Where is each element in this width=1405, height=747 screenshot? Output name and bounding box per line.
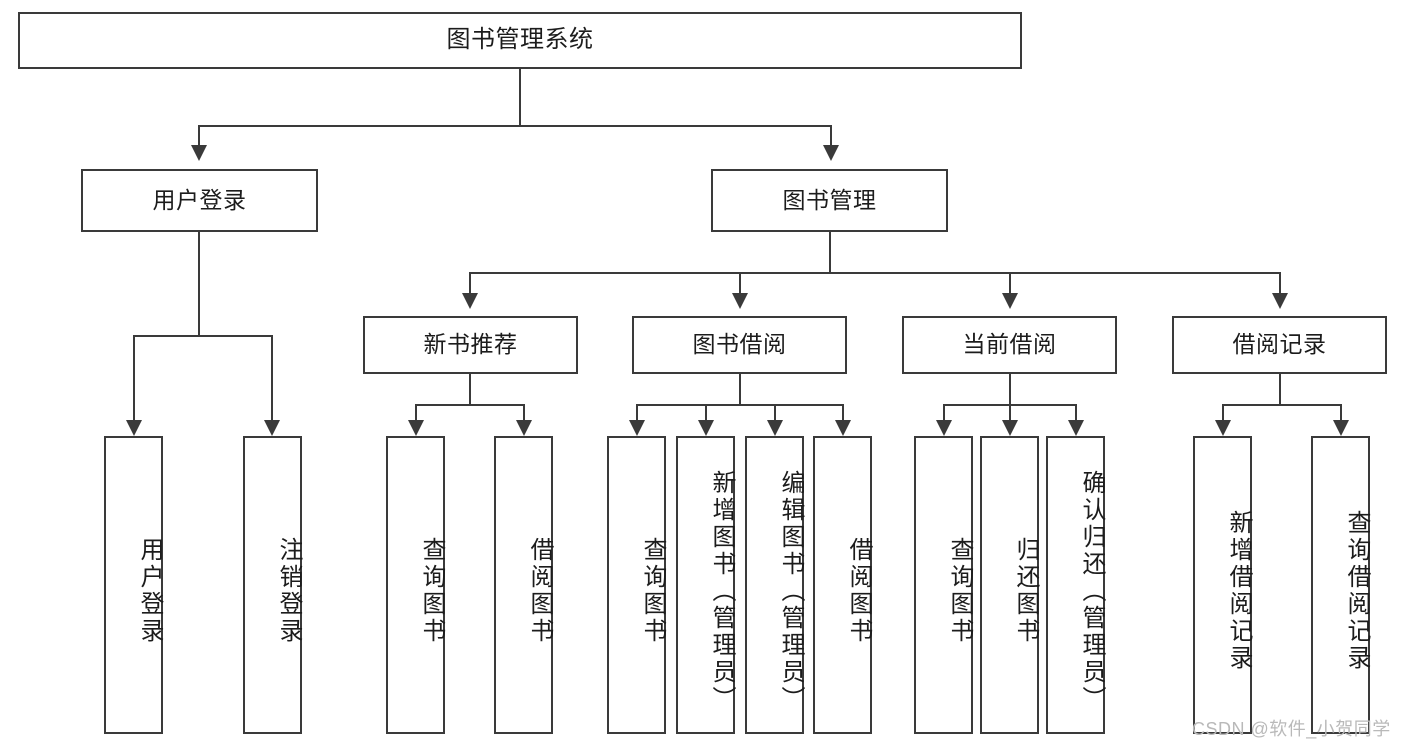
connector-recommend-stem [469, 374, 471, 404]
node-label: 编辑图书（管理员） [777, 469, 804, 713]
connector-level2-drop-left [198, 125, 200, 145]
arrowhead-to-leaf-user-login [126, 420, 142, 436]
connector-currentborrow-stem [1009, 374, 1011, 404]
node-leaf-user-login[interactable]: 用户登录 [104, 436, 163, 734]
connector-level3-drop-4 [1279, 272, 1281, 293]
connector-level3-drop-3 [1009, 272, 1011, 293]
node-borrow-record[interactable]: 借阅记录 [1172, 316, 1387, 374]
arrowhead-to-leaf-user-logout [264, 420, 280, 436]
node-label: 查询借阅记录 [1343, 510, 1370, 672]
arrowhead-to-book-manage [823, 145, 839, 161]
node-leaf-query-record[interactable]: 查询借阅记录 [1311, 436, 1370, 734]
connector-user-login-stem [198, 232, 200, 335]
connector-bookborrow-drop-1 [636, 404, 638, 420]
arrowhead-to-user-login [191, 145, 207, 161]
connector-book-manage-stem [829, 232, 831, 272]
node-label: 图书管理系统 [446, 26, 594, 54]
node-leaf-user-logout[interactable]: 注销登录 [243, 436, 302, 734]
node-leaf-query-book-current[interactable]: 查询图书 [914, 436, 973, 734]
arrowhead-to-leaf-borrow-book-2 [835, 420, 851, 436]
node-label: 用户登录 [152, 186, 247, 213]
node-label: 确认归还（管理员） [1078, 469, 1105, 713]
connector-level2-bus [198, 125, 832, 127]
node-new-book-recommend[interactable]: 新书推荐 [363, 316, 578, 374]
node-leaf-confirm-return[interactable]: 确认归还（管理员） [1046, 436, 1105, 734]
node-label: 图书管理 [782, 186, 877, 213]
node-label: 借阅图书 [845, 537, 872, 645]
node-label: 当前借阅 [962, 331, 1057, 358]
arrowhead-to-leaf-add-record [1215, 420, 1231, 436]
node-label: 查询图书 [639, 537, 666, 645]
node-leaf-borrow-book[interactable]: 借阅图书 [813, 436, 872, 734]
node-leaf-add-book[interactable]: 新增图书（管理员） [676, 436, 735, 734]
node-leaf-query-book-borrow[interactable]: 查询图书 [607, 436, 666, 734]
connector-borrowrecord-stem [1279, 374, 1281, 404]
arrowhead-to-leaf-query-book-2 [629, 420, 645, 436]
connector-bookborrow-drop-2 [705, 404, 707, 420]
node-leaf-borrow-book-recommend[interactable]: 借阅图书 [494, 436, 553, 734]
node-leaf-edit-book[interactable]: 编辑图书（管理员） [745, 436, 804, 734]
connector-level3-drop-2 [739, 272, 741, 293]
connector-borrowrecord-bus [1222, 404, 1342, 406]
node-leaf-add-record[interactable]: 新增借阅记录 [1193, 436, 1252, 734]
node-label: 用户登录 [136, 537, 163, 645]
connector-currentborrow-drop-2 [1009, 404, 1011, 420]
arrowhead-to-leaf-query-record [1333, 420, 1349, 436]
connector-level3-bus [469, 272, 1281, 274]
node-label: 新书推荐 [423, 331, 518, 358]
connector-level3-drop-1 [469, 272, 471, 293]
node-label: 新增借阅记录 [1225, 510, 1252, 672]
arrowhead-to-leaf-query-book-3 [936, 420, 952, 436]
node-book-management[interactable]: 图书管理 [711, 169, 948, 232]
arrowhead-to-leaf-edit-book [767, 420, 783, 436]
connector-borrowrecord-drop-1 [1222, 404, 1224, 420]
connector-currentborrow-drop-1 [943, 404, 945, 420]
node-label: 新增图书（管理员） [708, 469, 735, 713]
node-leaf-query-book-recommend[interactable]: 查询图书 [386, 436, 445, 734]
arrowhead-to-leaf-add-book [698, 420, 714, 436]
node-label: 查询图书 [946, 537, 973, 645]
node-label: 借阅图书 [526, 537, 553, 645]
arrowhead-to-leaf-query-book-1 [408, 420, 424, 436]
node-leaf-return-book[interactable]: 归还图书 [980, 436, 1039, 734]
connector-bookborrow-drop-4 [842, 404, 844, 420]
arrowhead-to-current-borrow [1002, 293, 1018, 309]
connector-bookborrow-drop-3 [774, 404, 776, 420]
connector-user-login-bus [133, 335, 273, 337]
node-label: 图书借阅 [692, 331, 787, 358]
arrowhead-to-book-borrow [732, 293, 748, 309]
arrowhead-to-new-book-recommend [462, 293, 478, 309]
connector-root-stem [519, 69, 521, 125]
connector-user-login-drop-2 [271, 335, 273, 420]
node-label: 查询图书 [418, 537, 445, 645]
node-root-book-management-system[interactable]: 图书管理系统 [18, 12, 1022, 69]
node-label: 注销登录 [275, 537, 302, 645]
node-label: 借阅记录 [1232, 331, 1327, 358]
arrowhead-to-leaf-borrow-book-1 [516, 420, 532, 436]
connector-user-login-drop-1 [133, 335, 135, 420]
connector-bookborrow-stem [739, 374, 741, 404]
node-user-login[interactable]: 用户登录 [81, 169, 318, 232]
arrowhead-to-borrow-record [1272, 293, 1288, 309]
connector-borrowrecord-drop-2 [1340, 404, 1342, 420]
connector-bookborrow-bus [636, 404, 844, 406]
csdn-watermark: CSDN @软件_小贺同学 [1192, 719, 1391, 739]
connector-recommend-drop-2 [523, 404, 525, 420]
node-book-borrow[interactable]: 图书借阅 [632, 316, 847, 374]
connector-recommend-bus [415, 404, 525, 406]
connector-currentborrow-drop-3 [1075, 404, 1077, 420]
node-current-borrow[interactable]: 当前借阅 [902, 316, 1117, 374]
connector-level2-drop-right [830, 125, 832, 145]
connector-recommend-drop-1 [415, 404, 417, 420]
arrowhead-to-leaf-confirm-return [1068, 420, 1084, 436]
node-label: 归还图书 [1012, 537, 1039, 645]
arrowhead-to-leaf-return-book [1002, 420, 1018, 436]
